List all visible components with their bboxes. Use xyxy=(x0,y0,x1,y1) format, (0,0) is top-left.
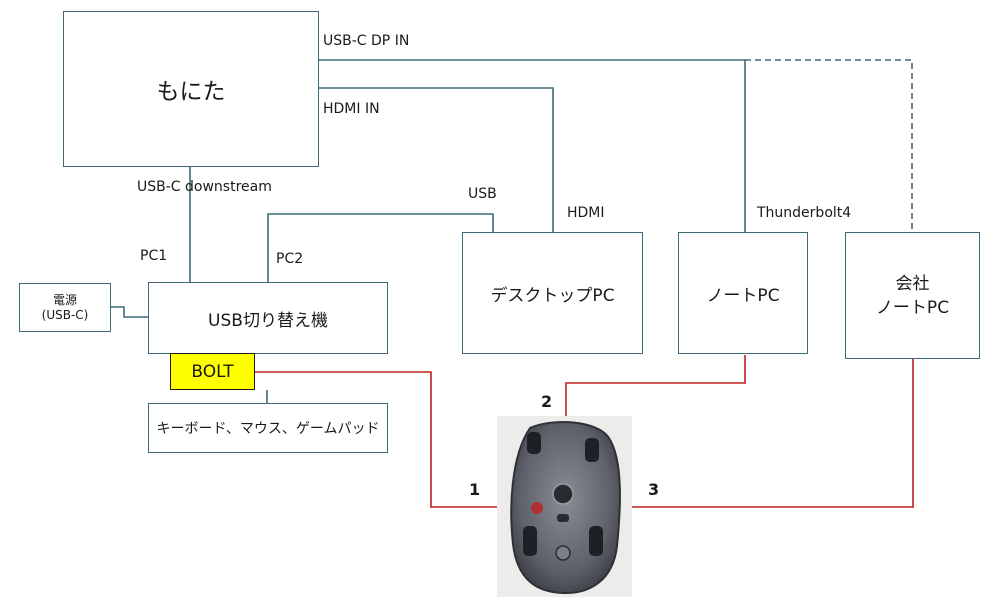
red-line-ch2 xyxy=(565,355,746,416)
bolt-label: BOLT xyxy=(191,361,234,382)
channel-3-label: 3 xyxy=(648,480,660,499)
usbc-downstream-label: USB-C downstream xyxy=(137,179,272,195)
red-line-ch1 xyxy=(255,371,500,508)
usbc-dp-line xyxy=(318,59,746,232)
mouse-glide-pad-top-right xyxy=(585,438,599,462)
power-line xyxy=(110,306,148,318)
bolt-receiver-badge: BOLT xyxy=(170,353,255,390)
channel-2-label: 2 xyxy=(541,392,553,411)
mouse-glide-pad-bottom-right xyxy=(589,526,603,556)
peripherals-label: キーボード、マウス、ゲームパッド xyxy=(156,421,380,437)
monitor-label: もにた xyxy=(156,79,226,105)
mouse-photo xyxy=(497,416,632,597)
mouse-sensor xyxy=(552,483,574,505)
hdmi-line xyxy=(318,87,554,232)
work-notebook-label-line2: ノートPC xyxy=(875,297,950,318)
mouse-power-switch xyxy=(531,502,543,514)
pc1-label: PC1 xyxy=(140,248,168,264)
notebook-pc-box: ノートPC xyxy=(678,232,808,354)
red-line-ch3 xyxy=(632,359,914,508)
mouse-glide-pad-bottom-left xyxy=(523,526,537,556)
thunderbolt4-label: Thunderbolt4 xyxy=(757,205,852,221)
usb-label: USB xyxy=(468,186,497,202)
pc2-label: PC2 xyxy=(276,251,304,267)
channel-1-label: 1 xyxy=(469,480,481,499)
desktop-pc-label: デスクトップPC xyxy=(490,285,615,306)
hdmi-in-label: HDMI IN xyxy=(323,101,380,117)
monitor-box: もにた xyxy=(63,11,319,167)
mouse-easy-switch-button xyxy=(555,545,571,561)
mouse-underside-image xyxy=(510,421,621,595)
usb-switcher-box: USB切り替え機 xyxy=(148,282,388,354)
mouse-glide-pad-top-left xyxy=(527,432,541,454)
desktop-pc-box: デスクトップPC xyxy=(462,232,643,354)
hdmi-label: HDMI xyxy=(567,205,605,221)
power-label-line2: (USB-C) xyxy=(41,307,89,322)
mouse-channel-button xyxy=(557,514,569,522)
power-label-line1: 電源 xyxy=(52,292,77,307)
usb-pc2-line xyxy=(267,213,494,282)
power-box: 電源 (USB-C) xyxy=(19,283,111,332)
usb-switcher-label: USB切り替え機 xyxy=(208,310,328,331)
notebook-pc-label: ノートPC xyxy=(706,285,780,306)
work-notebook-label-line1: 会社 xyxy=(895,273,930,294)
usbc-dp-in-label: USB-C DP IN xyxy=(323,33,410,49)
usbc-dp-dashed-line xyxy=(745,59,913,232)
work-notebook-pc-box: 会社 ノートPC xyxy=(845,232,980,359)
peripherals-box: キーボード、マウス、ゲームパッド xyxy=(148,403,388,453)
